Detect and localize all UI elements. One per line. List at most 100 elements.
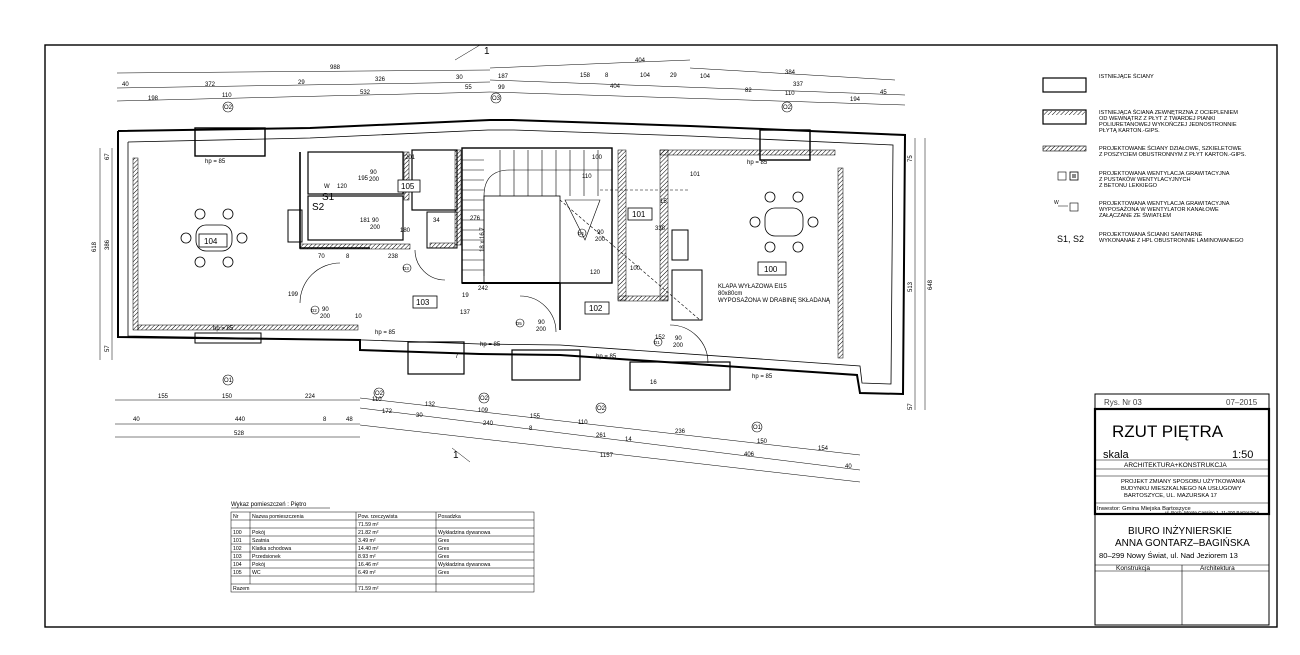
dim-text: 14 xyxy=(625,437,632,443)
office-address: 80–299 Nowy Świat, ul. Nad Jeziorem 13 xyxy=(1099,551,1238,560)
legend-text: ISTNIEJĄCA ŚCIANA ZEWNĘTRZNA Z OCIEPLENI… xyxy=(1099,108,1238,116)
dim-text: 30 xyxy=(456,75,463,81)
dim-text: 55 xyxy=(465,85,472,91)
dim-text: 8 xyxy=(323,417,327,423)
room-labels: 104 105 103 102 101 100 xyxy=(198,179,787,315)
dim-text: W xyxy=(324,184,330,190)
drawing-title: RZUT PIĘTRA xyxy=(1112,422,1224,441)
legend-w-symbol: W xyxy=(1054,200,1059,206)
stairs-note: 18 x 16,7 xyxy=(480,227,486,252)
markers xyxy=(222,92,793,433)
table-cell: 8.93 m² xyxy=(358,554,376,560)
door-size: 90 xyxy=(322,307,329,313)
legend-text: PROJEKTOWANA WENTYLACJA GRAWITACYJNA xyxy=(1099,171,1230,177)
dim-text: 198 xyxy=(148,96,159,102)
dim-text: 29 xyxy=(298,80,305,86)
legend-text: OD WEWNĄTRZ Z PŁYT Z TWARDEJ PIANKI xyxy=(1099,116,1216,122)
marker-labels: O2 O3 O2 O1 O2 O2 O2 O1 D2 D3 D5 D4 D1 xyxy=(224,96,792,431)
dim-text: 15 xyxy=(660,199,667,205)
table-cell: Wykładzina dywanowa xyxy=(438,562,491,568)
col-architektura: Architektura xyxy=(1200,565,1235,572)
dim-text: 404 xyxy=(610,84,621,90)
legend-fan-vent-swatch xyxy=(1069,202,1079,212)
window-sill-height: hp = 85 xyxy=(375,330,396,336)
annotations: S1 S2 hp = 85 hp = 85 hp = 85 hp = 85 hp… xyxy=(205,46,831,461)
dim-text: 34 xyxy=(433,218,440,224)
table-cell: Gres xyxy=(438,538,450,544)
table-cell: 104 xyxy=(233,562,242,568)
table-header: Pow. rzeczywista xyxy=(358,514,398,520)
dimensions-side: 618 386 67 57 75 513 648 57 xyxy=(92,153,934,410)
dim-text: 82 xyxy=(745,88,752,94)
dim-text: 7 xyxy=(455,354,459,360)
dim-text: 172 xyxy=(382,409,393,415)
dim-text: 110 xyxy=(582,174,592,180)
dim-text: 199 xyxy=(288,292,299,298)
hatch-note: WYPOSAŻONA W DRABINĘ SKŁADANĄ xyxy=(718,297,831,304)
dim-text: 406 xyxy=(744,452,755,458)
scale-value: 1:50 xyxy=(1232,449,1253,461)
legend-text: Z BETONU LEKKIEGO xyxy=(1099,183,1158,189)
dim-text: 648 xyxy=(928,279,934,290)
project-line: BARTOSZYCE, UL. MAZURSKA 17 xyxy=(1124,493,1217,499)
table-cell: 16.46 m² xyxy=(358,562,379,568)
project-line: PROJEKT ZMIANY SPOSOBU UŻYTKOWANIA xyxy=(1121,478,1245,485)
dim-text: 48 xyxy=(346,417,353,423)
table-cell: 102 xyxy=(233,546,242,552)
dim-text: 201 xyxy=(405,155,416,161)
dim-text: 99 xyxy=(498,85,505,91)
dim-text: 8 xyxy=(605,73,609,79)
sheet-frame xyxy=(44,44,1278,628)
table-header: Nazwa pomieszczenia xyxy=(252,514,304,520)
legend-text: PROJEKTOWANE ŚCIANY DZIAŁOWE, SZKIELETOW… xyxy=(1099,144,1242,152)
dim-text: 30 xyxy=(416,413,423,419)
dimensions-bottom: 155 150 224 110 132 109 155 110 150 154 … xyxy=(133,394,852,470)
dim-text: 109 xyxy=(478,408,489,414)
dining-table-100 xyxy=(749,191,819,253)
dim-text: 101 xyxy=(690,172,701,178)
table-cell: Gres xyxy=(438,554,450,560)
dim-text: 238 xyxy=(388,254,399,260)
dim-text: 181 xyxy=(360,218,371,224)
investor-address: ul. Boch. Monte Cassino 1, 11-200 Bartos… xyxy=(1165,510,1260,515)
vent-o2-label: O2 xyxy=(224,105,233,111)
legend-text: PŁYTĄ KARTON.-GIPS. xyxy=(1099,128,1160,134)
legend-text: PROJEKTOWANA WENTYLACJA GRAWITACYJNA xyxy=(1099,201,1230,207)
table-cell: Przedsionek xyxy=(252,554,281,560)
dim-text: 384 xyxy=(785,70,796,76)
door-size: 200 xyxy=(673,343,684,349)
title-block: Rys. Nr 03 07–2015 RZUT PIĘTRA skala 1:5… xyxy=(1093,393,1271,626)
building-walls xyxy=(117,119,907,396)
discipline: ARCHITEKTURA+KONSTRUKCJA xyxy=(1124,462,1227,469)
door-d5-label: D5 xyxy=(516,321,522,326)
window-sill-height: hp = 85 xyxy=(747,160,768,166)
table-cell: 100 xyxy=(233,530,242,536)
vent-o2-label: O2 xyxy=(597,406,606,412)
legend: W S1, S2 ISTNIEJĄCE ŚCIANY ISTNIEJĄCA ŚC… xyxy=(1042,72,1246,244)
door-swings xyxy=(299,189,709,364)
door-size: 200 xyxy=(369,177,380,183)
dim-text: 532 xyxy=(360,90,371,96)
door-size: 200 xyxy=(370,225,381,231)
legend-partition-swatch xyxy=(1042,145,1087,152)
door-size: 90 xyxy=(597,230,604,236)
table-header: Nr xyxy=(233,514,239,520)
door-size: 200 xyxy=(595,237,606,243)
room-100-label: 100 xyxy=(764,265,778,274)
dim-text: 386 xyxy=(105,239,111,250)
table-cell: Razem xyxy=(233,586,249,592)
dim-text: 187 xyxy=(498,74,509,80)
drawing-date: 07–2015 xyxy=(1226,398,1258,407)
dim-text: 180 xyxy=(400,228,411,234)
vent-o2-label: O2 xyxy=(783,105,792,111)
room-105-label: 105 xyxy=(401,182,415,191)
dim-text: 152 xyxy=(655,335,666,341)
partition-s2-label: S2 xyxy=(312,202,325,213)
table-cell: WC xyxy=(252,570,261,576)
table-cell: Gres xyxy=(438,546,450,552)
stair-well xyxy=(483,195,561,284)
legend-text: ZAŁĄCZANE ZE ŚWIATŁEM xyxy=(1099,211,1171,219)
legend-vent-swatch xyxy=(1057,171,1067,181)
table-cell: Szatnia xyxy=(252,538,269,544)
dim-text: 404 xyxy=(635,58,646,64)
